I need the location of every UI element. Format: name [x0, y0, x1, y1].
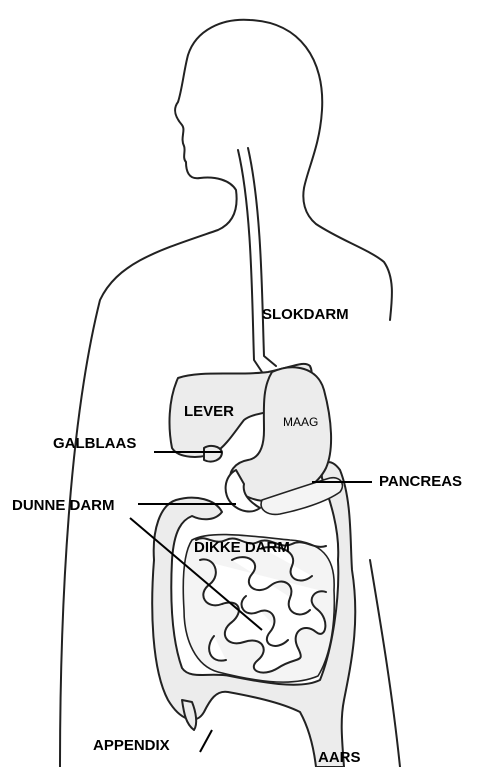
label-dikke-darm: DIKKE DARM [194, 539, 290, 556]
label-dunne-darm: DUNNE DARM [12, 497, 115, 514]
label-appendix: APPENDIX [93, 737, 170, 754]
label-maag: MAAG [283, 415, 318, 429]
label-aars: AARS [318, 749, 361, 766]
label-slokdarm: SLOKDARM [262, 306, 349, 323]
esophagus-left [238, 150, 262, 372]
gallbladder [204, 446, 222, 462]
label-lever: LEVER [184, 403, 234, 420]
appendix-leader [200, 730, 212, 752]
label-pancreas: PANCREAS [379, 473, 462, 490]
torso-right-edge [370, 560, 400, 767]
label-galblaas: GALBLAAS [53, 435, 136, 452]
esophagus-right [248, 148, 276, 366]
